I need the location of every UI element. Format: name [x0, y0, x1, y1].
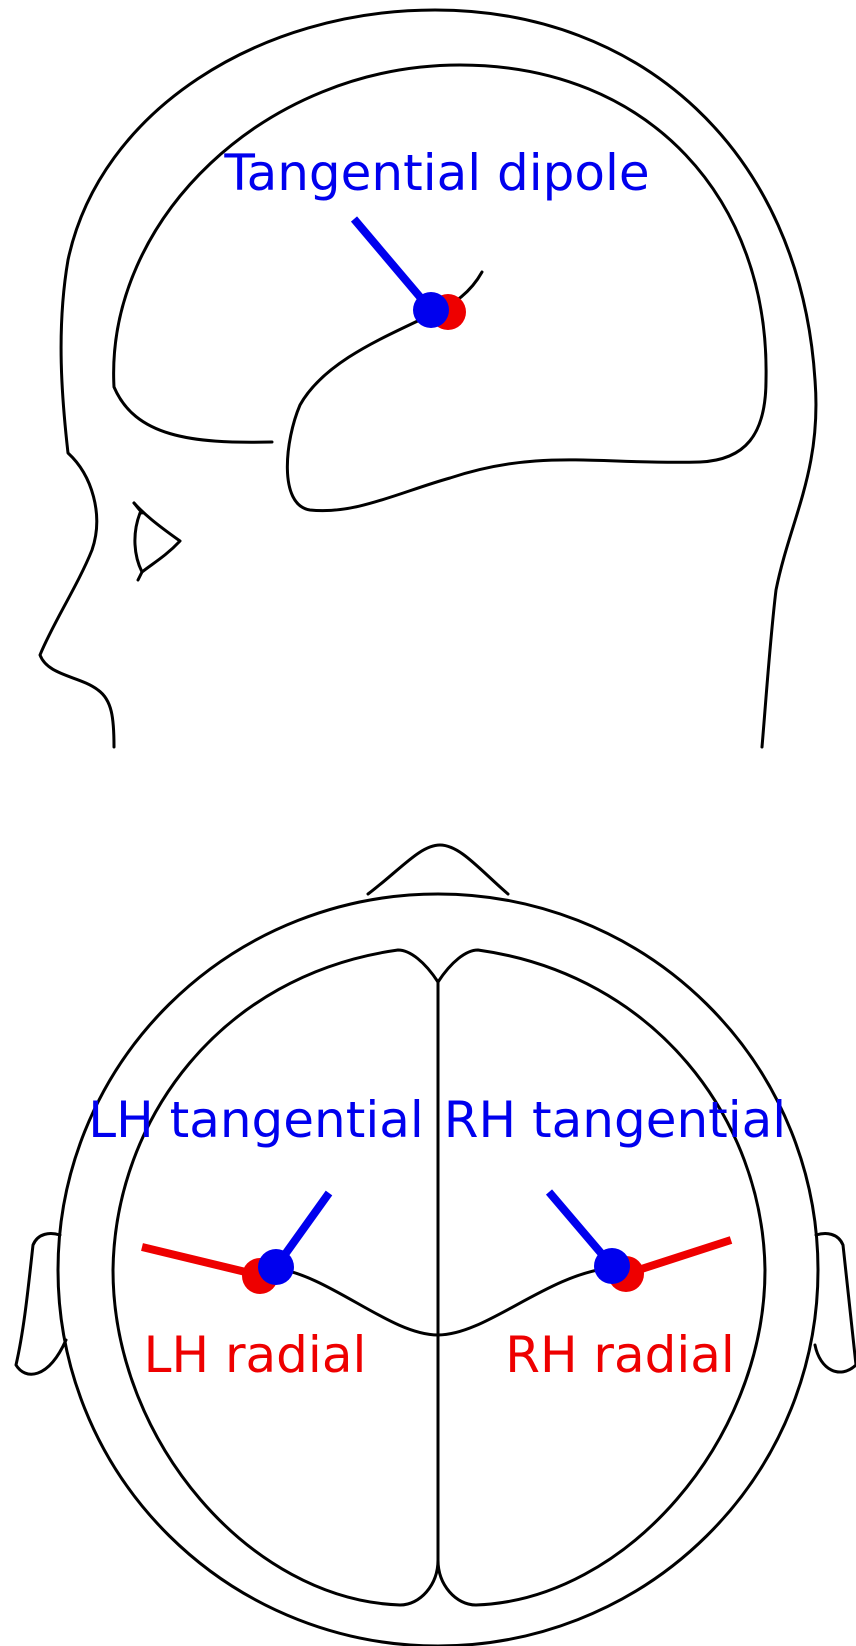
side-tangential-dipole-marker	[413, 292, 449, 328]
rh-radial-label: RH radial	[505, 1326, 735, 1384]
side-brain	[114, 65, 766, 511]
lh-radial-label: LH radial	[144, 1326, 367, 1384]
lh-tangential-label: LH tangential	[88, 1091, 424, 1149]
lh-tangential-dipole-marker	[258, 1249, 294, 1285]
top-central-sulcus	[274, 1268, 610, 1335]
rh-tangential-dipole-marker	[594, 1248, 630, 1284]
top-nose	[368, 845, 508, 894]
rh-tangential-label: RH tangential	[444, 1091, 786, 1149]
side-tangential-dipole-label: Tangential dipole	[223, 144, 649, 202]
top-view-head: LH tangential RH tangential LH radial RH…	[16, 845, 856, 1646]
side-view-head: Tangential dipole	[40, 10, 816, 747]
lh-radial-dipole-stick	[142, 1247, 258, 1275]
top-right-ear	[815, 1234, 856, 1372]
side-head-outline	[40, 10, 816, 747]
